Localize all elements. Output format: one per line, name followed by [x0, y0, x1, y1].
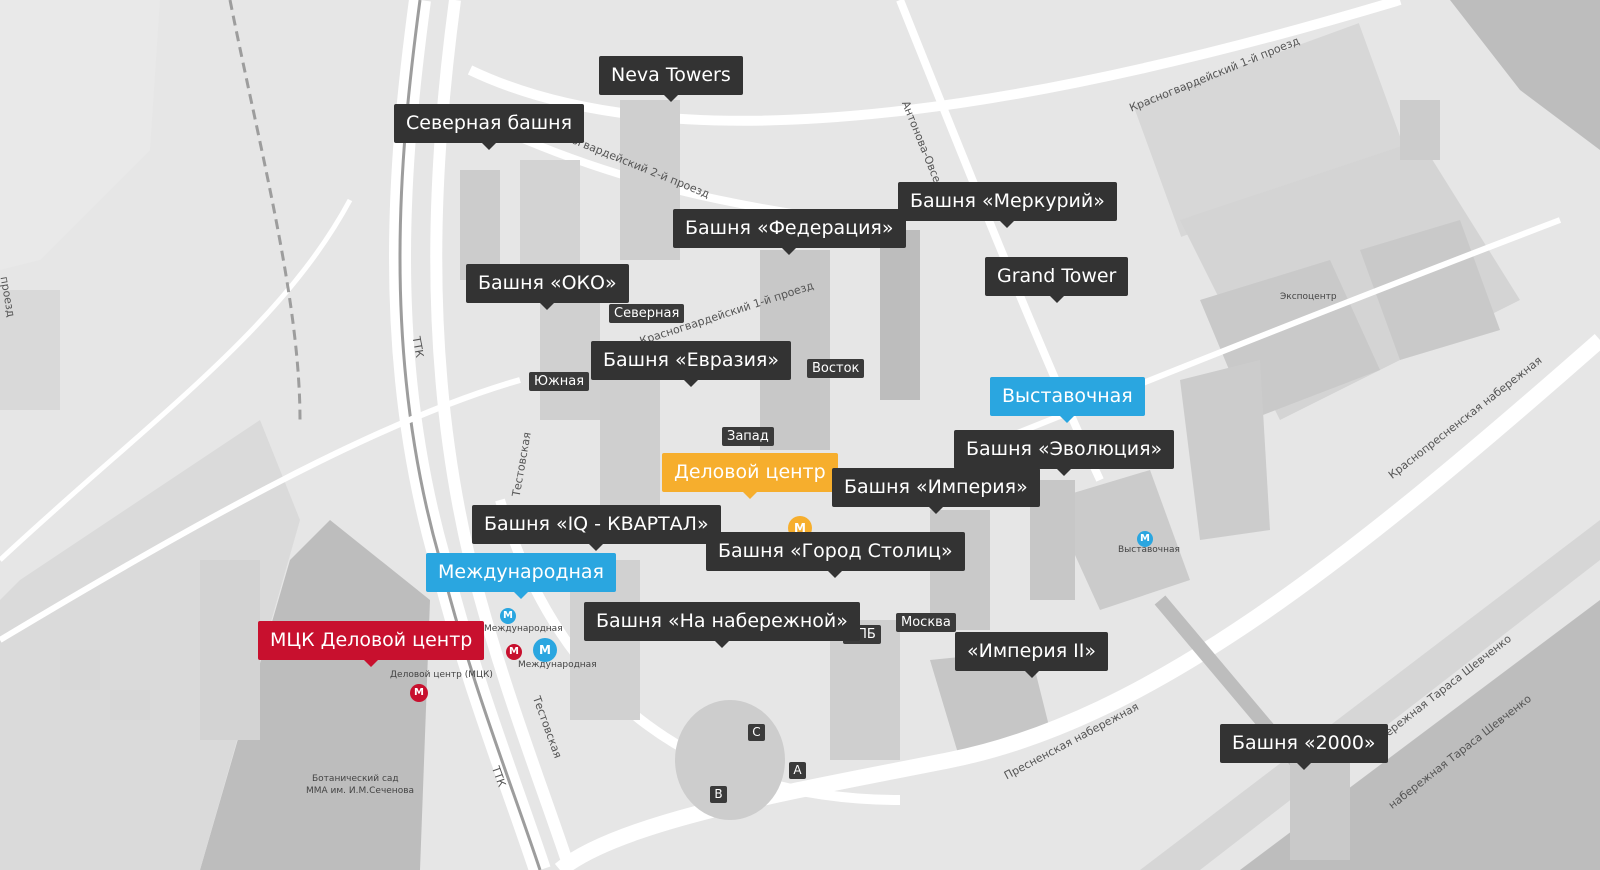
place-mezhdunarodnaya-small: Международная	[484, 624, 563, 634]
label-yuzhnaya[interactable]: Южная	[529, 372, 590, 391]
place-botsad-2: ММА им. И.М.Сеченова	[306, 786, 415, 796]
label-bashnya-gorod-stolic[interactable]: Башня «Город Столиц»	[706, 532, 965, 578]
metro-mck-delovoy-icon[interactable]: М	[410, 684, 428, 702]
label-moskva[interactable]: Москва	[896, 613, 956, 632]
label-bashnya-oko[interactable]: Башня «ОКО»	[466, 264, 629, 310]
label-bashnya-merkuriy[interactable]: Башня «Меркурий»	[898, 182, 1117, 228]
label-bashnya-iq-kvartal[interactable]: Башня «IQ - КВАРТАЛ»	[472, 505, 721, 551]
marker-letter-a[interactable]: A	[789, 762, 806, 779]
label-delovoy-centr-station[interactable]: Деловой центр	[662, 453, 838, 499]
label-mck-delovoy-centr[interactable]: МЦК Деловой центр	[258, 621, 485, 667]
marker-letter-c[interactable]: C	[748, 724, 765, 741]
label-neva-towers[interactable]: Neva Towers	[599, 56, 743, 102]
label-imperiya-2[interactable]: «Империя II»	[955, 632, 1108, 678]
place-vystavochnaya-small: Выставочная	[1118, 545, 1180, 555]
label-mezhdunarodnaya-station[interactable]: Международная	[426, 553, 616, 599]
metro-mezhdunarodnaya-large-icon[interactable]: М	[533, 638, 557, 662]
place-botsad: Ботанический сад	[312, 774, 399, 784]
label-vostok[interactable]: Восток	[807, 359, 865, 378]
label-bashnya-na-naberezhnoy[interactable]: Башня «На набережной»	[584, 602, 860, 648]
label-bashnya-federaciya[interactable]: Башня «Федерация»	[673, 209, 906, 255]
place-ekspocentr: Экспоцентр	[1280, 292, 1337, 302]
label-severnaya[interactable]: Северная	[609, 304, 685, 323]
place-delovoy-small: Деловой центр (МЦК)	[390, 670, 493, 680]
label-severnaya-bashnya[interactable]: Северная башня	[394, 104, 585, 150]
metro-mck-icon[interactable]: М	[506, 644, 522, 660]
label-bashnya-evraziya[interactable]: Башня «Евразия»	[591, 341, 791, 387]
label-bashnya-evolyuciya[interactable]: Башня «Эволюция»	[954, 430, 1175, 476]
label-bashnya-imperiya[interactable]: Башня «Империя»	[832, 468, 1040, 514]
metro-vystavochnaya-icon[interactable]: М	[1137, 531, 1153, 547]
metro-mezhdunarodnaya-icon[interactable]: М	[500, 608, 516, 624]
label-grand-tower[interactable]: Grand Tower	[985, 257, 1129, 303]
label-vystavochnaya-station[interactable]: Выставочная	[990, 377, 1145, 423]
marker-letter-b[interactable]: B	[710, 786, 727, 803]
label-zapad[interactable]: Запад	[722, 427, 774, 446]
label-bashnya-2000[interactable]: Башня «2000»	[1220, 724, 1388, 770]
place-mezhdunarodnaya-small-2: Международная	[518, 660, 597, 670]
